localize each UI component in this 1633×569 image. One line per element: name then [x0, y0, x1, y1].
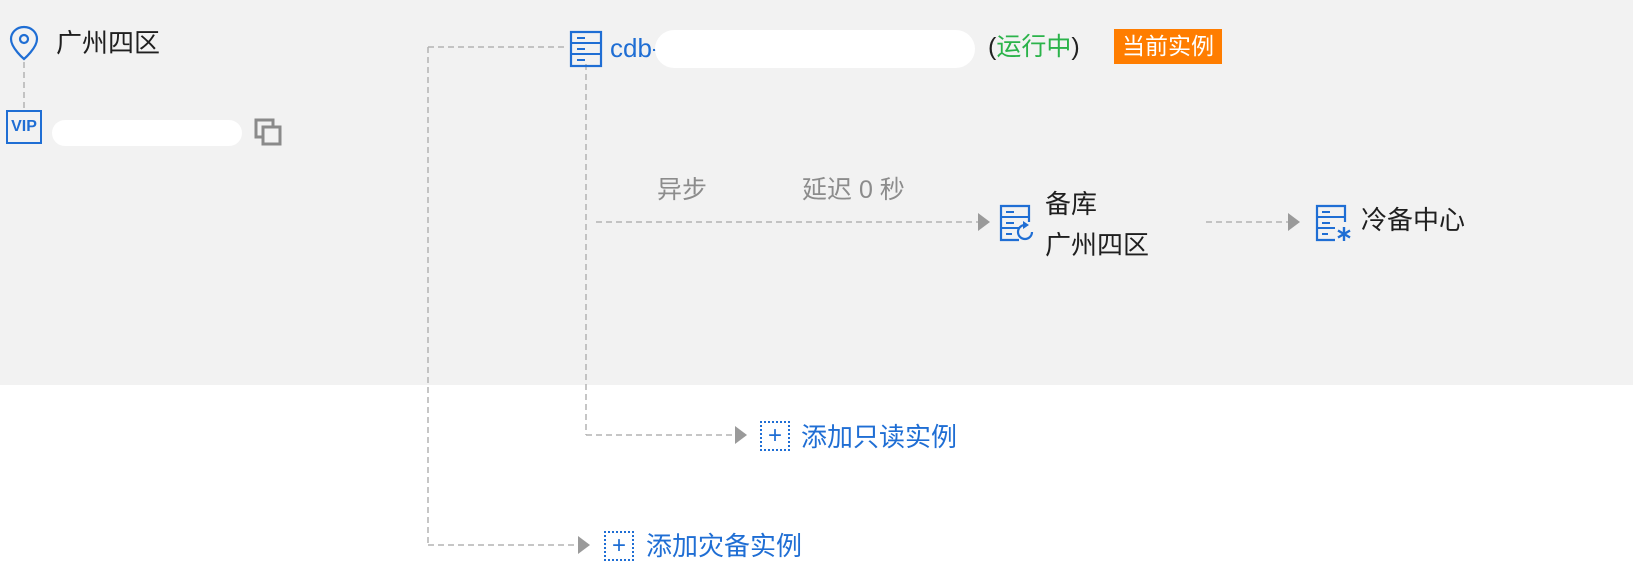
status-open-paren: ( [988, 33, 997, 61]
instance-id-redacted [655, 30, 975, 68]
replication-arrow-head [978, 213, 990, 231]
region-label: 广州四区 [56, 28, 161, 58]
replication-mode: 异步 [657, 176, 708, 204]
location-pin-icon [8, 24, 40, 67]
add-readonly-icon[interactable]: + [760, 421, 790, 451]
add-disaster-icon[interactable]: + [604, 531, 634, 561]
status-close-paren: ) [1071, 33, 1080, 61]
instance-status: (运行中) [988, 35, 1080, 60]
status-running: 运行中 [996, 33, 1072, 61]
disaster-arrow-head [578, 536, 590, 554]
cold-backup-arrow-head [1288, 213, 1300, 231]
database-icon [569, 30, 603, 73]
cold-backup-label: 冷备中心 [1361, 205, 1466, 235]
standby-database-icon [999, 204, 1037, 249]
add-readonly-instance-link[interactable]: 添加只读实例 [801, 422, 958, 452]
standby-title: 备库 [1045, 189, 1098, 219]
copy-icon[interactable] [254, 118, 282, 151]
cold-backup-icon [1315, 204, 1353, 249]
primary-instance-name[interactable]: cdb- [610, 33, 661, 63]
add-disaster-instance-link[interactable]: 添加灾备实例 [646, 531, 803, 561]
current-instance-badge: 当前实例 [1114, 29, 1222, 64]
standby-region: 广州四区 [1045, 230, 1150, 260]
vip-address-redacted [52, 120, 242, 146]
vip-icon: VIP [6, 110, 42, 144]
readonly-arrow-head [735, 426, 747, 444]
replication-delay: 延迟 0 秒 [802, 176, 905, 204]
